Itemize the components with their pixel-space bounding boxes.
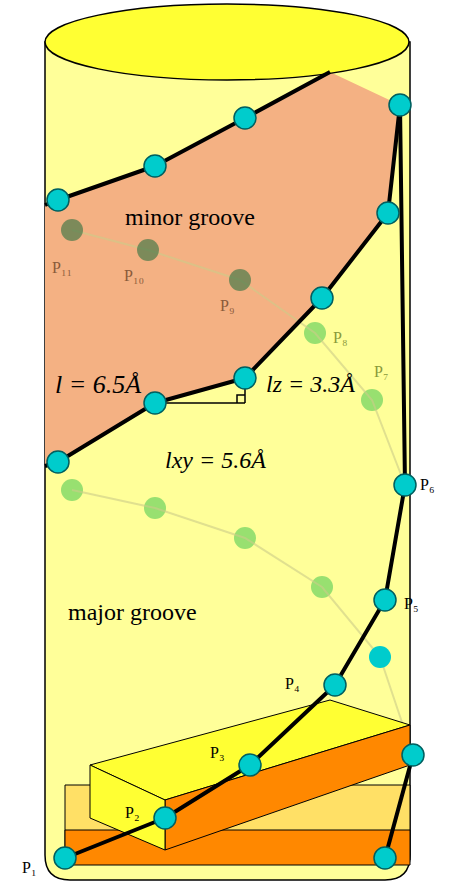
phosphate-label: P₁ <box>22 860 36 876</box>
dimension-label: l = 6.5Å <box>55 372 141 398</box>
groove-label: minor groove <box>125 205 255 229</box>
dimension-label: lz = 3.3Å <box>266 372 355 396</box>
phosphate-label: P₅ <box>404 596 418 612</box>
groove-label: major groove <box>68 600 197 624</box>
dimension-label: lxy = 5.6Å <box>165 448 266 472</box>
phosphate-label: P₃ <box>210 745 224 761</box>
phosphate-label: P₉ <box>220 298 234 314</box>
phosphate-label: P₁₀ <box>124 268 144 284</box>
phosphate-label: P₈ <box>333 330 347 346</box>
phosphate-label: P₂ <box>125 805 139 821</box>
phosphate-label: P₁₁ <box>52 260 72 276</box>
phosphate-label: P₇ <box>374 364 388 380</box>
phosphate-label: P₆ <box>420 477 434 493</box>
phosphate-label: P₄ <box>285 676 299 692</box>
